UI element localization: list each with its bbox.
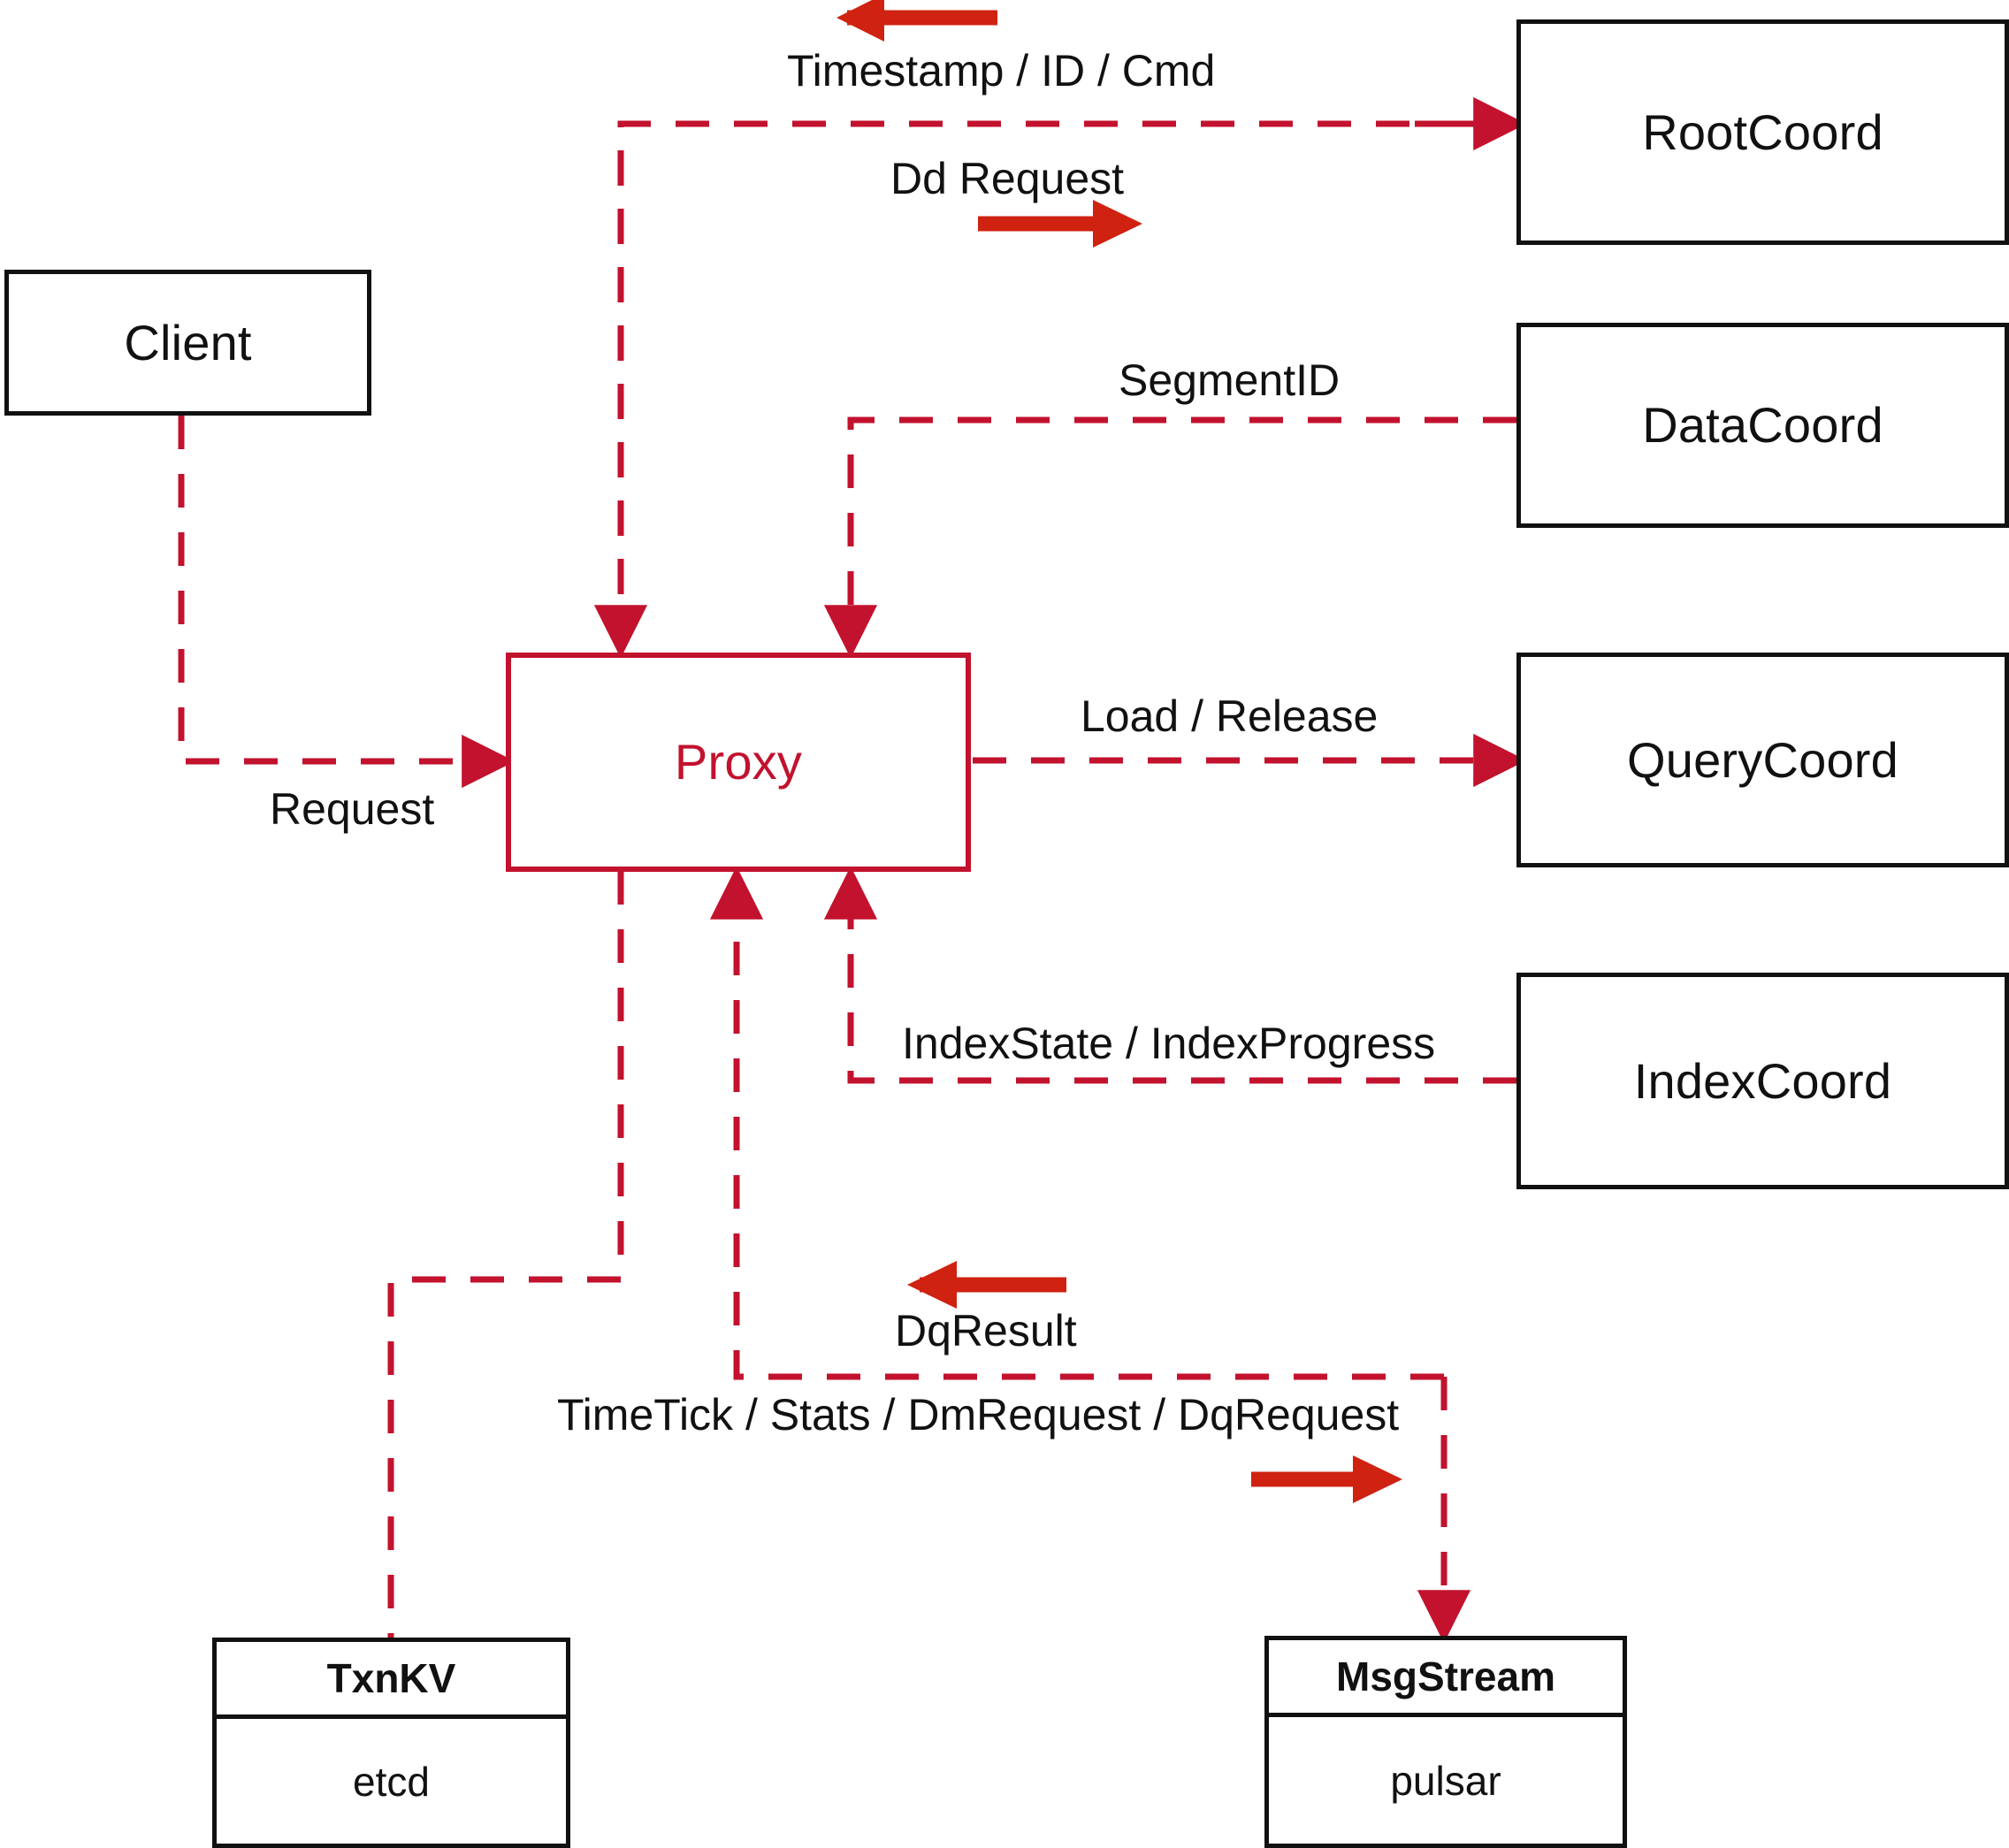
edge-msgstream-proxy <box>709 866 1444 1380</box>
edge-label-timestamp-id-cmd: Timestamp / ID / Cmd <box>787 46 1216 95</box>
direction-arrow-dqresult <box>907 1261 1066 1309</box>
direction-arrow-timetick <box>1251 1455 1402 1503</box>
node-querycoord[interactable]: QueryCoord <box>1516 653 2009 867</box>
node-indexcoord-label: IndexCoord <box>1633 1052 1892 1109</box>
node-querycoord-label: QueryCoord <box>1626 731 1899 788</box>
node-txnkv-header-label: TxnKV <box>326 1655 456 1701</box>
node-msgstream-header-label: MsgStream <box>1336 1653 1555 1699</box>
node-msgstream-header: MsgStream <box>1269 1640 1623 1717</box>
node-rootcoord[interactable]: RootCoord <box>1516 19 2009 245</box>
edge-label-segment-id: SegmentID <box>1119 355 1341 405</box>
node-datacoord-label: DataCoord <box>1642 397 1883 453</box>
node-txnkv-body: etcd <box>217 1719 566 1844</box>
direction-arrow-timestamp <box>836 0 997 42</box>
edge-datacoord-proxy <box>823 416 1516 659</box>
node-proxy-label: Proxy <box>674 734 803 790</box>
direction-arrow-dd-request <box>978 200 1142 248</box>
node-msgstream-body-label: pulsar <box>1390 1757 1501 1804</box>
edge-label-timetick-stats: TimeTick / Stats / DmRequest / DqRequest <box>557 1390 1400 1439</box>
edge-proxy-txnkv <box>387 871 624 1638</box>
node-rootcoord-label: RootCoord <box>1642 103 1883 160</box>
node-proxy[interactable]: Proxy <box>506 653 971 872</box>
node-msgstream[interactable]: MsgStream pulsar <box>1264 1636 1627 1848</box>
edge-label-load-release: Load / Release <box>1081 691 1379 741</box>
node-datacoord[interactable]: DataCoord <box>1516 323 2009 528</box>
edge-proxy-rootcoord <box>593 96 1527 659</box>
edge-indexcoord-proxy <box>823 866 1516 1084</box>
node-client-label: Client <box>124 314 252 370</box>
node-msgstream-body: pulsar <box>1269 1717 1623 1844</box>
node-client[interactable]: Client <box>4 270 371 416</box>
node-txnkv-body-label: etcd <box>353 1758 430 1805</box>
edge-label-dq-result: DqResult <box>895 1306 1077 1355</box>
node-indexcoord[interactable]: IndexCoord <box>1516 973 2009 1189</box>
edge-label-request: Request <box>270 784 435 834</box>
edge-label-index-state-progress: IndexState / IndexProgress <box>902 1019 1436 1068</box>
node-txnkv[interactable]: TxnKV etcd <box>212 1638 570 1848</box>
edge-client-to-proxy <box>178 416 516 789</box>
node-txnkv-header: TxnKV <box>217 1642 566 1719</box>
edge-label-dd-request: Dd Request <box>890 154 1125 203</box>
